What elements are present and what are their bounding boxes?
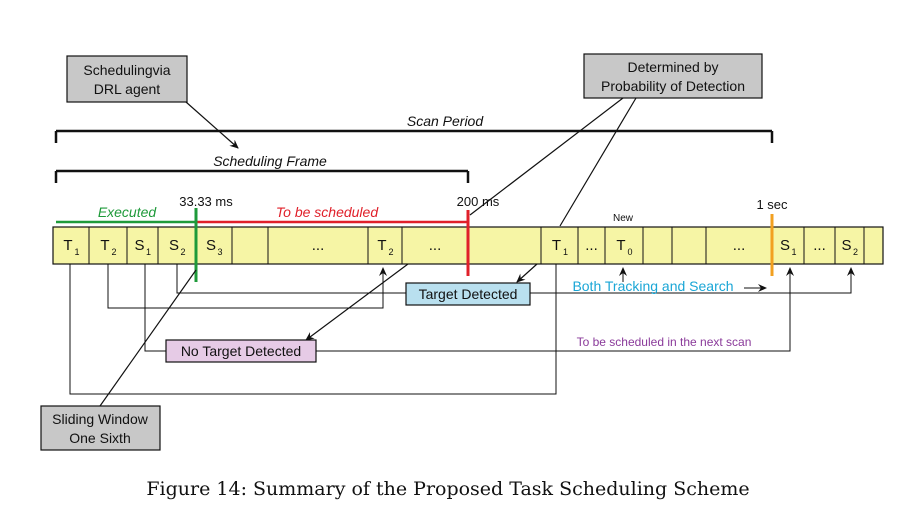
timeline-cell-label: S	[841, 237, 851, 254]
timeline-cell-label: ...	[312, 237, 325, 254]
timeline-cell-subscript: 1	[791, 247, 796, 257]
determined-line1: Determined by	[627, 59, 718, 75]
no-target-detected-label: No Target Detected	[181, 343, 301, 359]
timeline-cell-subscript: 0	[627, 247, 632, 257]
drl-agent-line1: Schedulingvia	[83, 62, 170, 78]
timeline-cell-label: T	[616, 237, 625, 254]
connectors	[69, 264, 855, 395]
time-1sec-label: 1 sec	[756, 197, 788, 212]
timeline-cell-subscript: 1	[563, 247, 568, 257]
timeline-cell-subscript: 3	[217, 247, 222, 257]
timeline-cell-subscript: 2	[111, 247, 116, 257]
scan-period-label: Scan Period	[407, 113, 484, 129]
scheduling-frame-bracket	[54, 169, 470, 183]
sliding-window-box	[40, 405, 161, 451]
timeline-cell-label: T	[100, 237, 109, 254]
timeline-cell-label: S	[780, 237, 790, 254]
sliding-window-line1: Sliding Window	[52, 411, 149, 427]
timeline-cell-label: ...	[585, 237, 598, 254]
figure-caption: Figure 14: Summary of the Proposed Task …	[146, 478, 749, 500]
scan-period-bracket	[54, 129, 774, 143]
executed-label: Executed	[98, 204, 158, 220]
target-detected-box	[405, 282, 531, 306]
timeline-cell-label: T	[63, 237, 72, 254]
no-target-detected-box	[165, 339, 317, 363]
timeline-cell-label: T	[552, 237, 561, 254]
timeline-cell-subscript: 2	[388, 247, 393, 257]
determined-by-box	[583, 53, 763, 99]
timeline-cell-label: S	[206, 237, 216, 254]
timeline-cell-subscript: 1	[146, 247, 151, 257]
timeline-cell-label: S	[134, 237, 144, 254]
timeline-cell-subscript: 2	[853, 247, 858, 257]
pointer-lines	[99, 97, 637, 407]
target-detected-label: Target Detected	[419, 286, 518, 302]
both-tracking-label: Both Tracking and Search	[572, 278, 733, 294]
drl-agent-line2: DRL agent	[94, 81, 161, 97]
timeline-cell-label: S	[169, 237, 179, 254]
new-label: New	[613, 213, 634, 224]
scheduling-frame-label: Scheduling Frame	[213, 153, 327, 169]
next-scan-label: To be scheduled in the next scan	[577, 335, 752, 349]
timeline-cell-label: ...	[429, 237, 442, 254]
determined-line2: Probability of Detection	[601, 78, 745, 94]
time-200ms-label: 200 ms	[457, 194, 500, 209]
time-33ms-label: 33.33 ms	[179, 194, 233, 209]
to-be-scheduled-label: To be scheduled	[276, 204, 379, 220]
timeline-cell-label: T	[377, 237, 386, 254]
drl-agent-box	[66, 55, 188, 103]
sliding-window-line2: One Sixth	[69, 430, 130, 446]
timeline-cell-label: ...	[813, 237, 826, 254]
timeline-cell-subscript: 2	[180, 247, 185, 257]
timeline-cell-label: ...	[733, 237, 746, 254]
timeline-cell-subscript: 1	[74, 247, 79, 257]
